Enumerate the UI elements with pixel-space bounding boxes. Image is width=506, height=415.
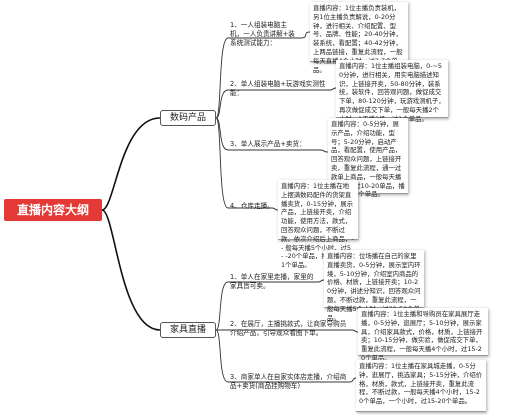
furniture-item-2[interactable]: 2、在展厅，主播挑款式，让商家导购员介绍产品，引导观众看图下单。 bbox=[230, 320, 347, 337]
digital-item-1[interactable]: 1、一人组装电脑主机，一人负责讲解+装系统测试能力： bbox=[230, 21, 295, 47]
digital-note-1[interactable]: 直播内容：1位主播负责装机，另1位主播负责解说，0-20分钟，进行相关、介绍配置… bbox=[310, 2, 408, 74]
connector-digital-note-3 bbox=[319, 149, 329, 153]
furniture-item-1[interactable]: 1、单人在家里走播，家里的家具皆可卖。 bbox=[230, 273, 314, 290]
category-digital-products[interactable]: 数码产品 bbox=[160, 110, 216, 126]
connector-digital-item-2 bbox=[215, 89, 330, 119]
connector-digital-item-3 bbox=[215, 117, 320, 151]
digital-note-2[interactable]: 直播内容：1位主播组装电脑，0-~50分钟，进行相关，用实电脑描述知识，上链接开… bbox=[336, 60, 448, 123]
connector-digital-note-1 bbox=[299, 31, 311, 39]
connector-digital-item-4 bbox=[215, 117, 272, 209]
furniture-note-2[interactable]: 直播内容：1位主播和导购员在家具展厅走播，0-5分钟，逛展厅；5-10分钟，展示… bbox=[358, 308, 488, 362]
connector-furniture-note-2 bbox=[351, 329, 359, 333]
connector-furniture-item-3 bbox=[215, 329, 350, 383]
digital-note-3[interactable]: 直播内容：0-5分钟，展示产品，介绍功能，型号；5-20分钟，启动产品，看配置，… bbox=[328, 118, 408, 198]
furniture-item-3[interactable]: 3、商家单人在自家实体店走播，介绍商品+卖货(商品挂购物车) bbox=[230, 373, 347, 390]
connector-furniture-note-1 bbox=[317, 279, 325, 283]
furniture-note-3[interactable]: 直播内容：1位主播在家具城走播，0-5分钟，逛展厅，挑选家具；5-15分钟，介绍… bbox=[356, 360, 486, 412]
digital-item-2[interactable]: 2、单人组装电脑+玩游戏实测性能： bbox=[230, 80, 326, 97]
digital-item-4[interactable]: 4、仓库走播。 bbox=[230, 202, 274, 210]
connector-digital-note-2 bbox=[329, 87, 337, 91]
furniture-note-1[interactable]: 直播内容：位场播在自己的家里直播卖货，0-5分钟，展示室内环境，5-10分钟，介… bbox=[324, 250, 424, 322]
connector-furniture-item-1 bbox=[215, 281, 318, 331]
connector-digital-note-4 bbox=[271, 207, 279, 211]
connector-furniture-note-3 bbox=[349, 377, 357, 383]
digital-item-3[interactable]: 3、单人展示产品+卖货： bbox=[230, 140, 306, 148]
digital-note-4[interactable]: 直播内容：1位主播在地上摆满数码配件的货架直播卖货，0-15分钟，展示产品，上链… bbox=[278, 180, 358, 269]
connector-digital-item-1 bbox=[215, 37, 300, 119]
root-topic[interactable]: 直播内容大纲（2） bbox=[4, 199, 102, 239]
connector-root-to-digital bbox=[101, 117, 161, 211]
category-furniture-live[interactable]: 家具直播 bbox=[160, 322, 216, 338]
connector-root-to-furniture bbox=[101, 209, 161, 331]
